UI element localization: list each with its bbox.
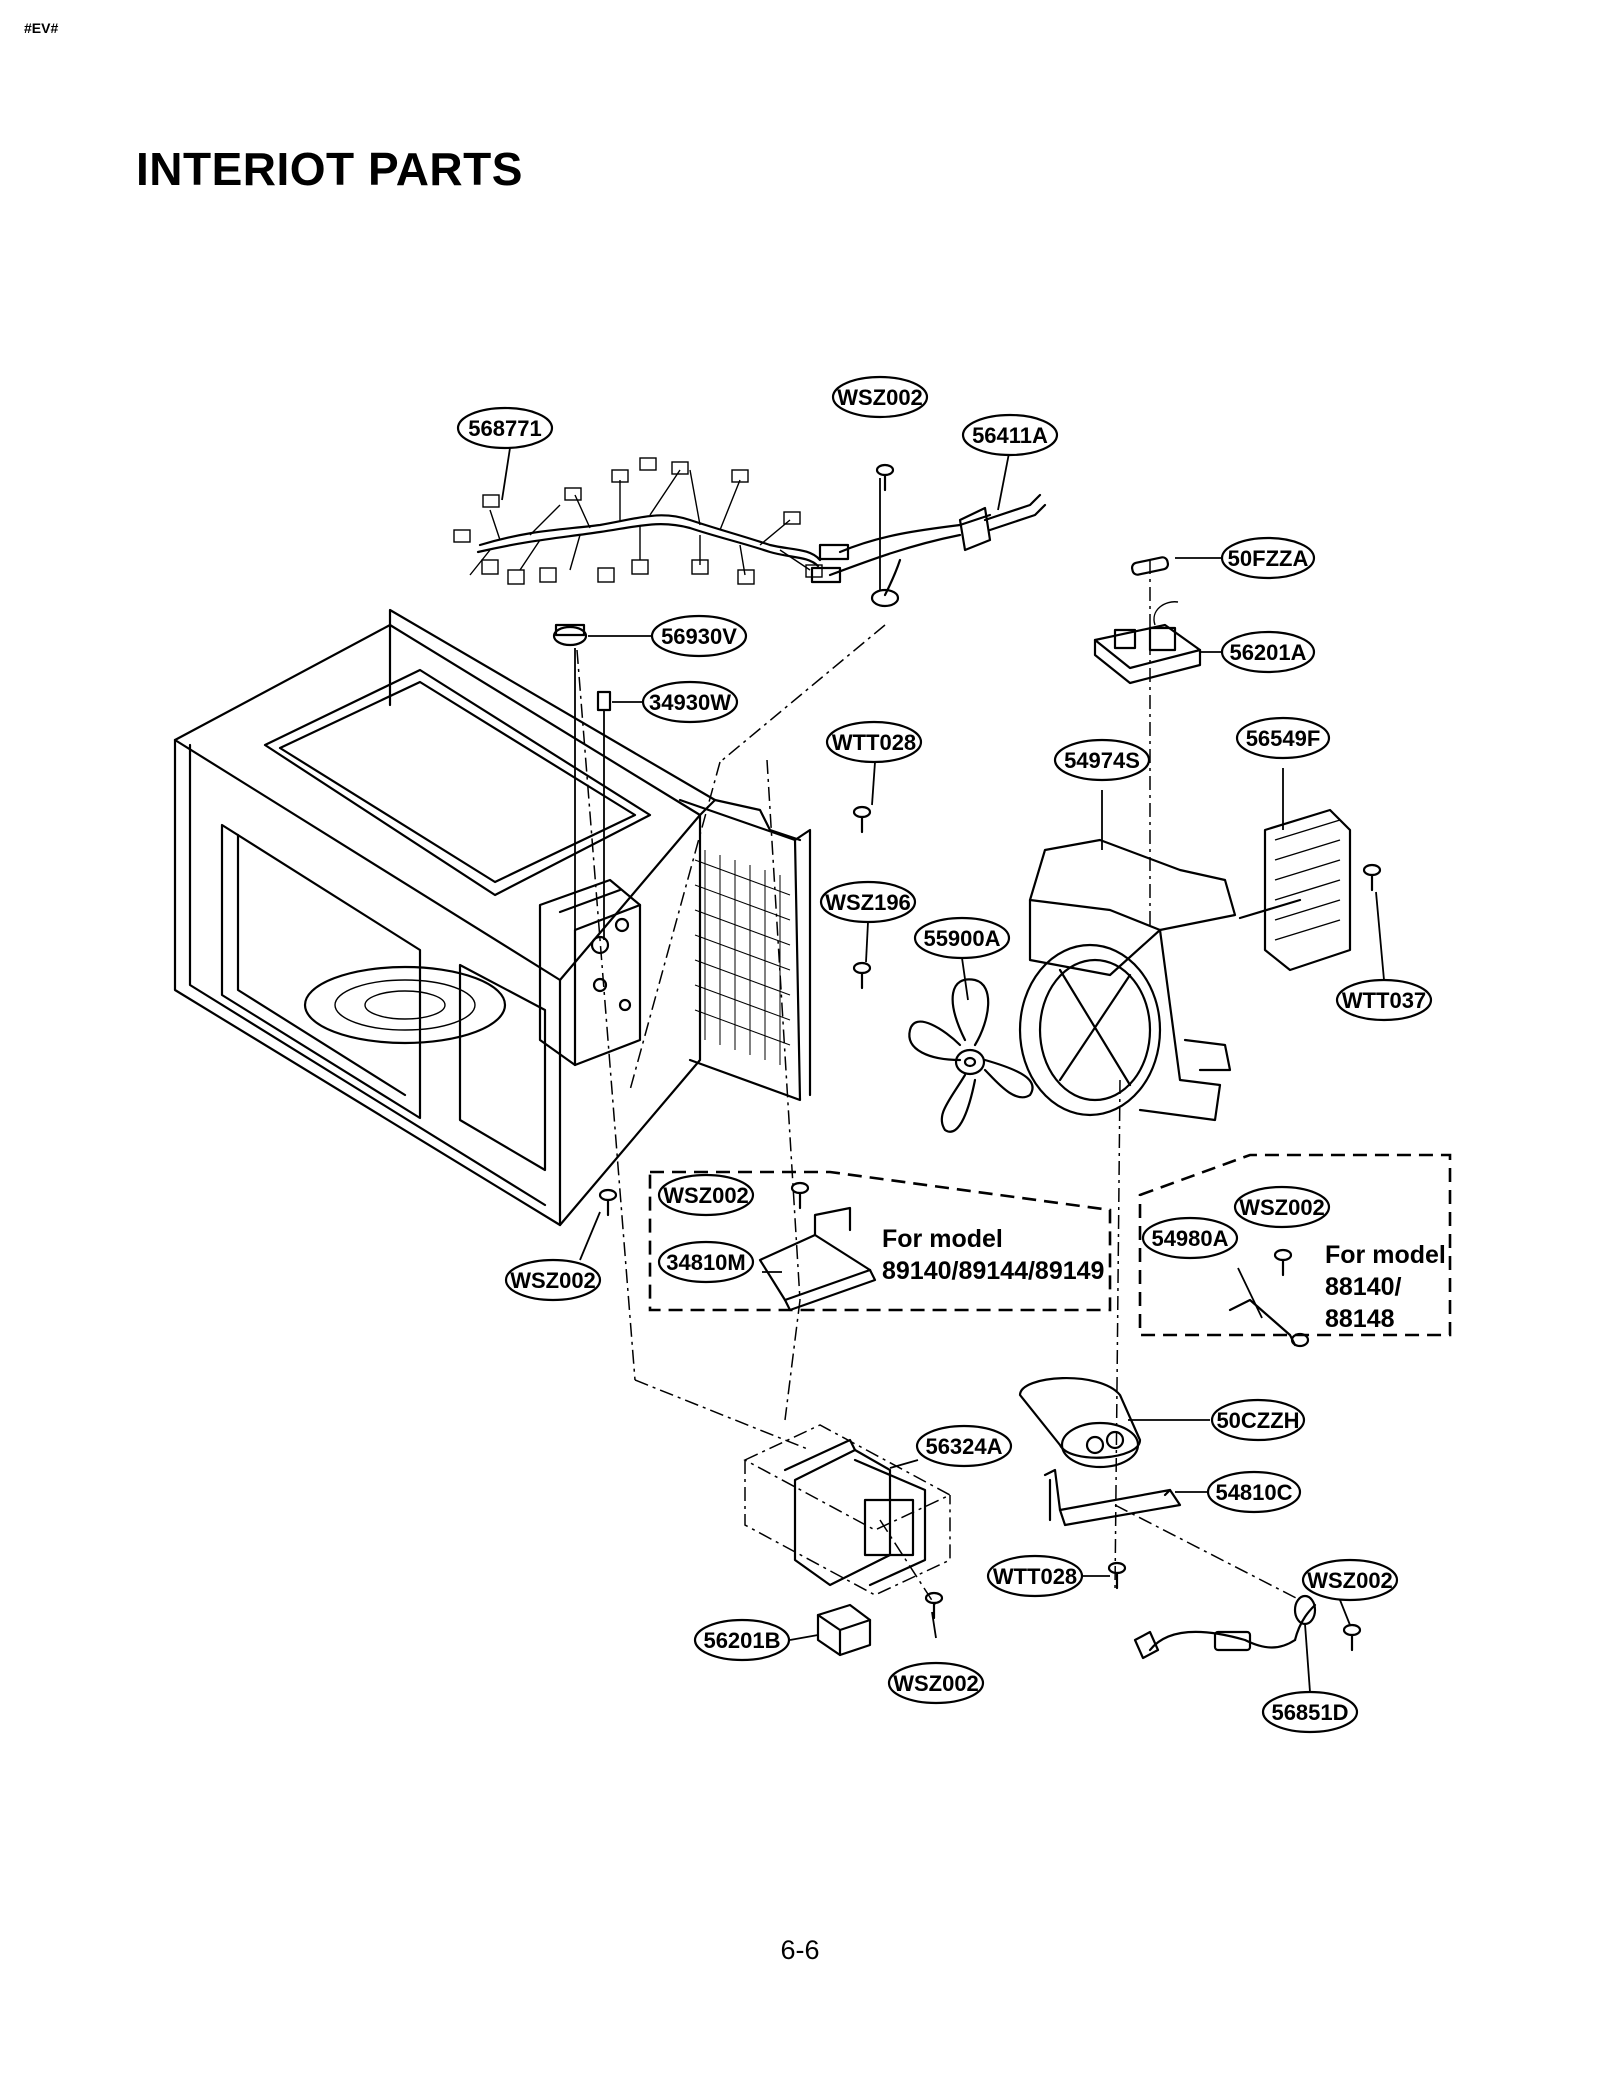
screw-icon: [852, 961, 872, 990]
part-label: WTT028: [832, 730, 916, 755]
callout-568771: 568771: [456, 406, 554, 450]
callout-wtt028-upper: WTT028: [825, 720, 923, 764]
callout-56201B: 56201B: [693, 1618, 791, 1662]
part-label: WSZ002: [510, 1268, 596, 1293]
part-label: WSZ002: [1307, 1568, 1393, 1593]
screw-icon: [1342, 1623, 1362, 1652]
screw-icon: [790, 1181, 810, 1210]
document-tag: #EV#: [24, 20, 59, 36]
callout-56411A: 56411A: [961, 413, 1059, 457]
model-note-right: For model 88140/ 88148: [1325, 1241, 1446, 1333]
diode-56549F-drawing: [1238, 768, 1352, 972]
callout-55900A: 55900A: [913, 916, 1011, 960]
part-label: 54974S: [1064, 748, 1140, 773]
callout-wsz002-left: WSZ002: [504, 1258, 602, 1302]
switch-34930W-drawing: [596, 690, 612, 712]
part-label: 34810M: [666, 1250, 746, 1275]
part-label: WSZ002: [1239, 1195, 1325, 1220]
fan-55900A-drawing: [908, 957, 1034, 1133]
model-note-left: For model 89140/89144/89149: [882, 1225, 1104, 1285]
callout-56930V: 56930V: [650, 614, 748, 658]
callout-54974S: 54974S: [1053, 738, 1151, 782]
fuse-50FZZA-drawing: [1130, 556, 1170, 576]
part-label: WSZ002: [663, 1183, 749, 1208]
callout-wtt037: WTT037: [1335, 978, 1433, 1022]
page-number: 6-6: [780, 1935, 820, 1965]
wiring-harness-568771-drawing: [453, 457, 823, 585]
part-label: 56201A: [1229, 640, 1306, 665]
bracket-34810M-drawing: [758, 1206, 877, 1312]
callout-wsz002-box2: WSZ002: [1233, 1185, 1331, 1229]
callout-leader-lines: [501, 447, 1385, 1639]
callout-50FZZA: 50FZZA: [1220, 536, 1316, 580]
screw-icon: [924, 1591, 944, 1620]
part-label: 54810C: [1215, 1480, 1292, 1505]
part-label: WSZ002: [893, 1671, 979, 1696]
assembly-guide-lines: [576, 560, 1301, 1606]
model-note-line: 89140/89144/89149: [882, 1257, 1104, 1285]
callout-54980A: 54980A: [1141, 1216, 1239, 1260]
model-note-line: For model: [1325, 1241, 1446, 1269]
part-label: WSZ002: [837, 385, 923, 410]
callout-34810M: 34810M: [657, 1240, 755, 1284]
thermal-fuse-cable-56851D-drawing: [1133, 1594, 1317, 1693]
part-label: 56324A: [925, 1434, 1002, 1459]
screw-icon: [1107, 1561, 1127, 1590]
model-option-box-right: [1138, 1153, 1452, 1337]
callout-56851D: 56851D: [1261, 1690, 1359, 1734]
fan-duct-54974S-drawing: [1018, 790, 1237, 1122]
callout-56201A: 56201A: [1220, 630, 1316, 674]
part-label: 56549F: [1246, 726, 1321, 751]
screw-icons: [598, 463, 1382, 1652]
screw-icon: [1273, 1248, 1293, 1277]
bracket-54810C-drawing: [1043, 1468, 1208, 1527]
part-label: 55900A: [923, 926, 1000, 951]
model-option-box-left: [648, 1170, 1112, 1312]
power-cord-56411A-drawing: [810, 478, 1047, 608]
part-label: 56930V: [661, 624, 737, 649]
model-note-line: 88140/: [1325, 1273, 1402, 1301]
page-title: INTERIOT PARTS: [136, 143, 523, 195]
callout-wsz196: WSZ196: [819, 880, 917, 924]
part-label: 34930W: [649, 690, 731, 715]
model-note-line: For model: [882, 1225, 1003, 1253]
callout-50CZZH: 50CZZH: [1210, 1398, 1306, 1442]
part-label: 56411A: [972, 423, 1048, 448]
callout-54810C: 54810C: [1206, 1470, 1302, 1514]
relay-56201B-drawing: [789, 1603, 872, 1657]
screw-icon: [1362, 863, 1382, 892]
part-label: 568771: [468, 416, 541, 441]
callout-56324A: 56324A: [915, 1424, 1013, 1468]
part-label: 56851D: [1271, 1700, 1348, 1725]
part-label: 56201B: [703, 1628, 780, 1653]
capacitor-50CZZH-drawing: [1018, 1377, 1210, 1469]
part-label: WTT028: [993, 1564, 1077, 1589]
part-label: 50FZZA: [1228, 546, 1309, 571]
screw-icon: [875, 463, 895, 492]
callout-wsz002-top: WSZ002: [831, 375, 929, 419]
model-note-line: 88148: [1325, 1305, 1395, 1333]
noise-filter-56201A-drawing: [1093, 601, 1202, 685]
screw-icon: [598, 1188, 618, 1217]
part-label: 54980A: [1151, 1226, 1228, 1251]
callout-34930W: 34930W: [641, 680, 739, 724]
magnetron-56324A-drawing: [743, 1424, 952, 1596]
callout-56549F: 56549F: [1235, 716, 1331, 760]
callout-wsz002-right: WSZ002: [1301, 1558, 1399, 1602]
screw-icon: [852, 805, 872, 834]
oven-cavity-drawing: [173, 608, 812, 1227]
callout-wsz002-bottom: WSZ002: [887, 1661, 985, 1705]
callout-wtt028-lower: WTT028: [986, 1554, 1084, 1598]
callout-wsz002-box1: WSZ002: [657, 1173, 755, 1217]
thermostat-56930V-drawing: [552, 623, 588, 647]
part-label: WSZ196: [825, 890, 911, 915]
part-label: 50CZZH: [1216, 1408, 1299, 1433]
part-label: WTT037: [1342, 988, 1426, 1013]
